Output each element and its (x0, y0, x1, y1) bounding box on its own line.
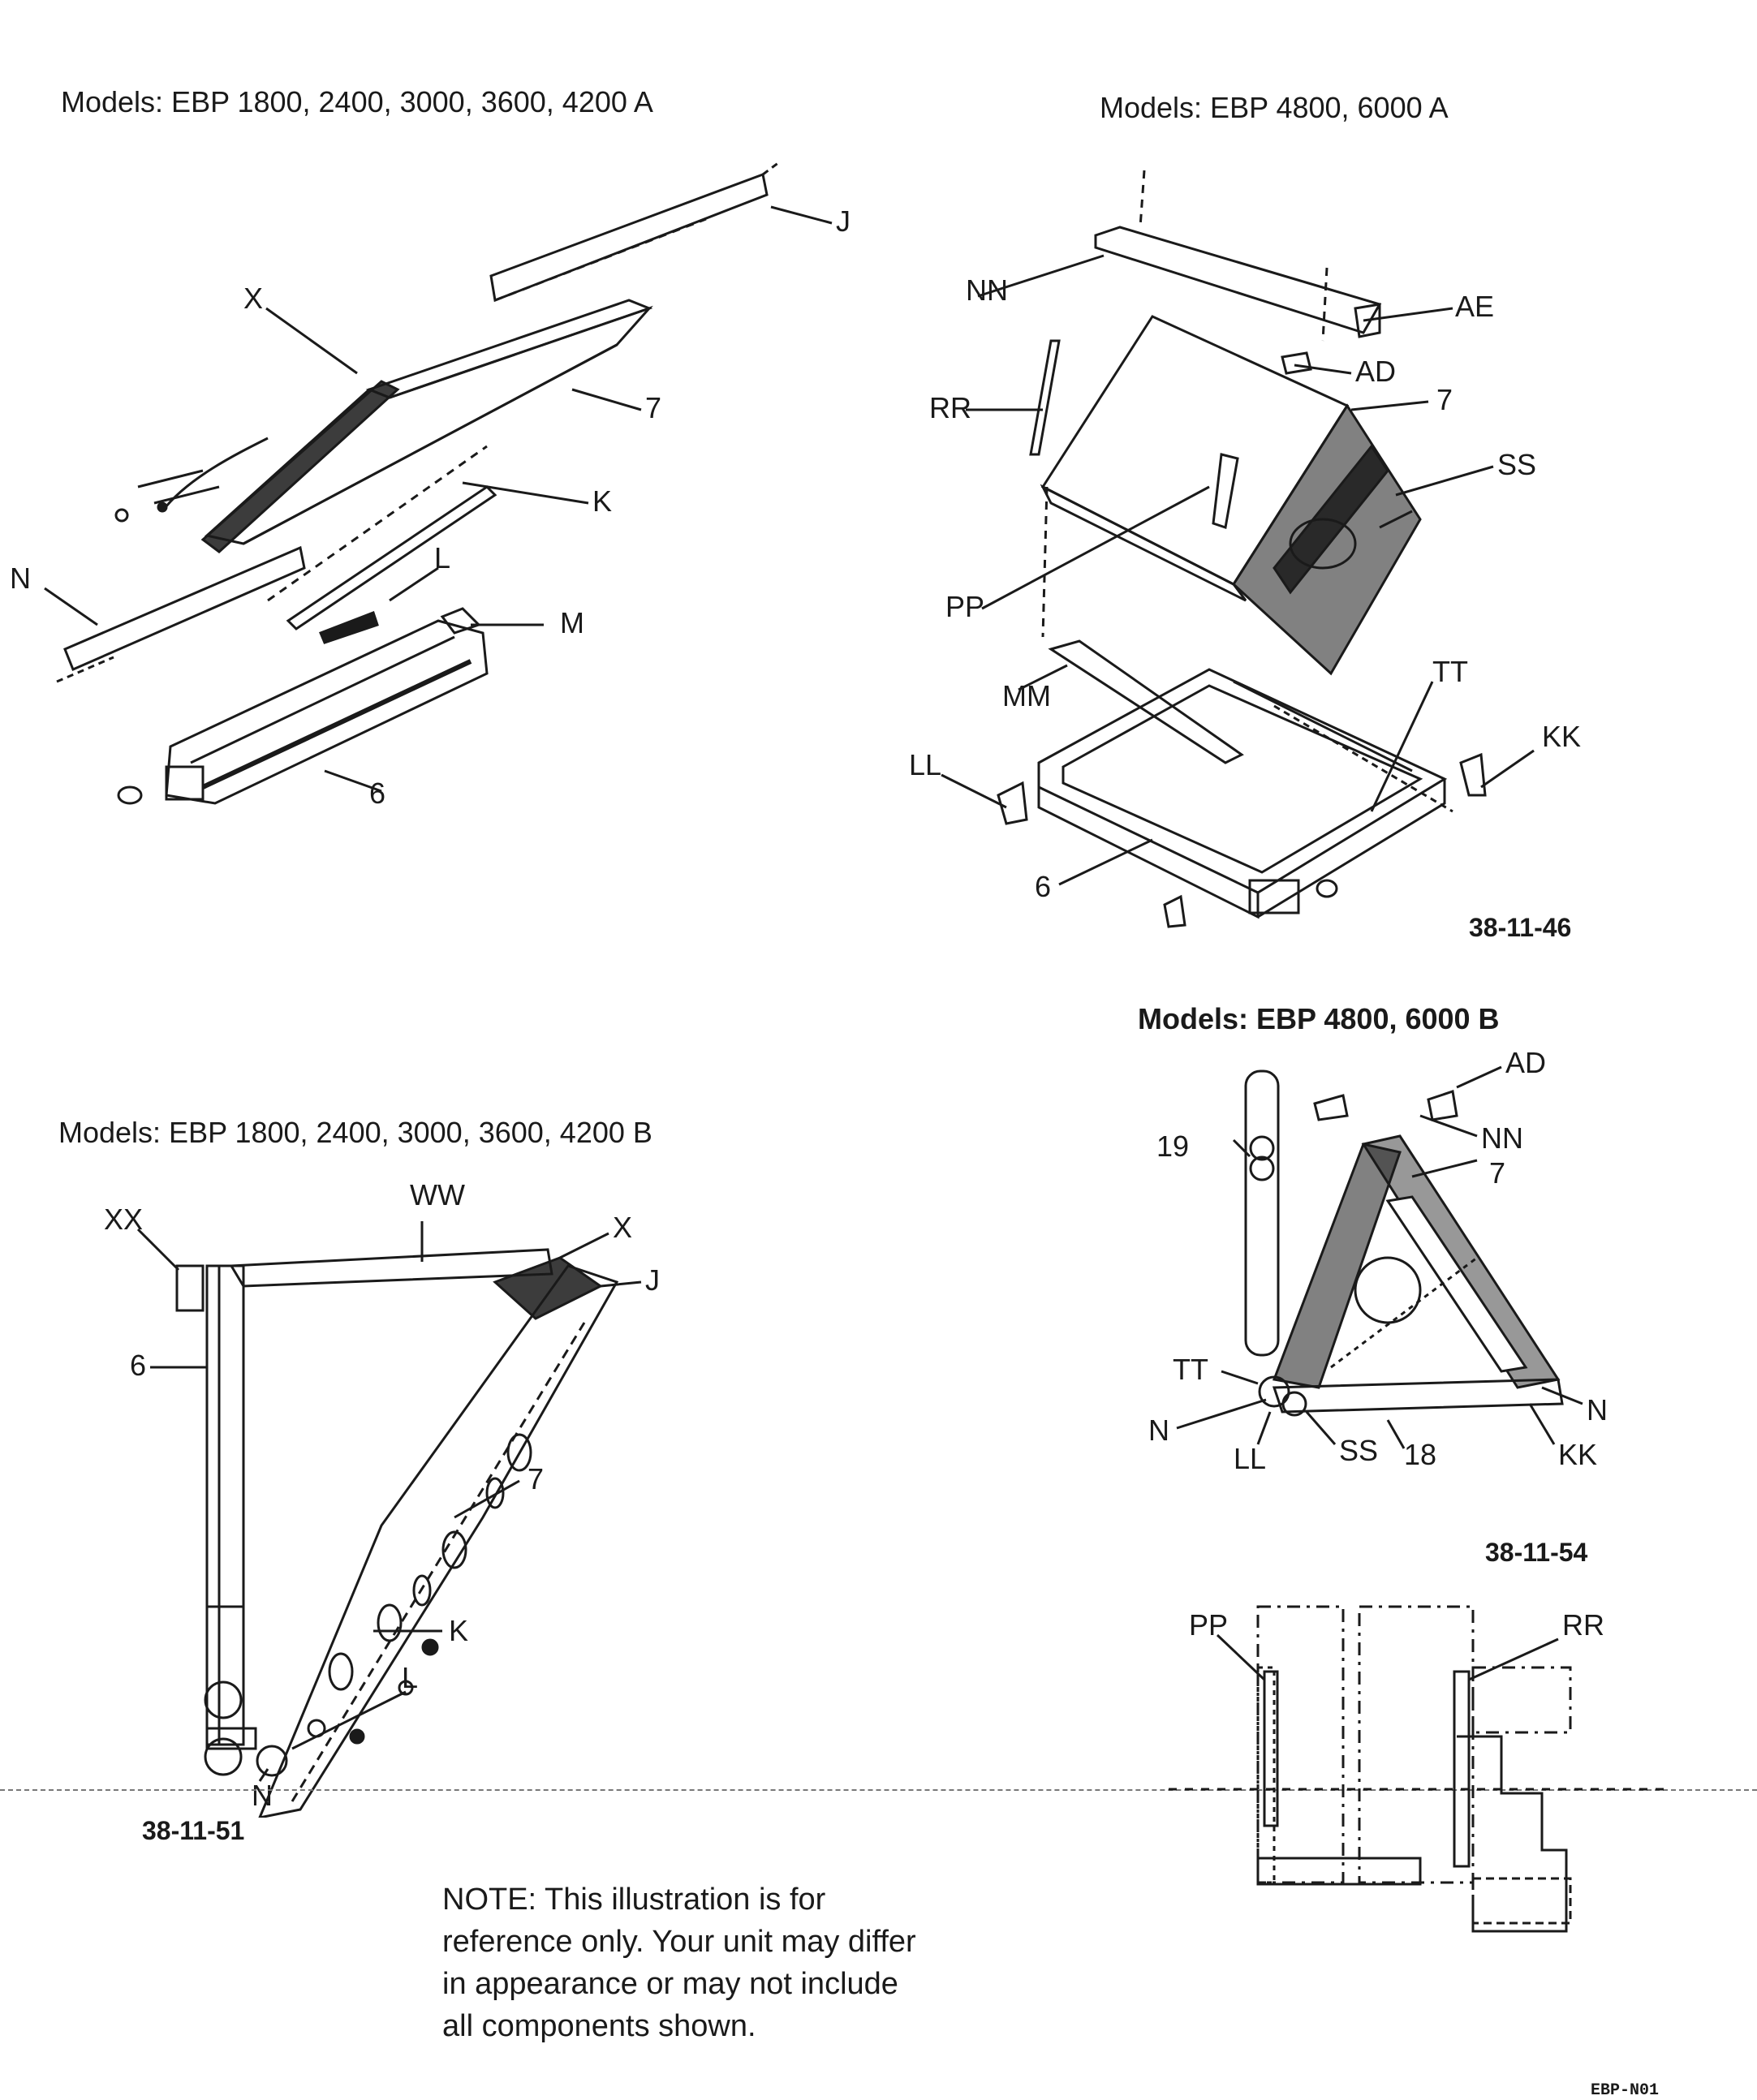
label-mm: MM (1002, 679, 1051, 712)
bracket-j (489, 172, 769, 303)
plate-pp (1212, 453, 1239, 529)
label-7: 7 (528, 1462, 544, 1495)
label-kk: KK (1558, 1438, 1597, 1471)
rail-n (63, 545, 306, 671)
clip-l (319, 611, 379, 644)
base-18 (1272, 1378, 1564, 1414)
note-text: NOTE: This illustration is for reference… (442, 1883, 916, 2043)
label-rr: RR (929, 391, 971, 424)
label-k: K (449, 1614, 468, 1647)
coil-slab-b (258, 1256, 619, 1818)
label-7: 7 (645, 391, 661, 424)
diagram-b-small: XX WW X J 6 7 K L N (104, 1178, 660, 1818)
label-x: X (613, 1211, 632, 1244)
label-j: J (645, 1263, 660, 1297)
pipe-19 (1244, 1069, 1280, 1357)
title-a-large: Models: EBP 4800, 6000 A (1100, 91, 1449, 124)
label-ad: AD (1355, 355, 1396, 388)
title-a-small: Models: EBP 1800, 2400, 3000, 3600, 4200… (61, 85, 653, 118)
label-l: L (402, 1661, 418, 1694)
label-j: J (836, 204, 851, 238)
label-pp: PP (945, 590, 984, 623)
clip-ad (1281, 351, 1312, 375)
title-b-large: Models: EBP 4800, 6000 B (1138, 1002, 1500, 1035)
bracket-k (286, 485, 497, 630)
rail-nn (1094, 226, 1382, 334)
coil-tubes-right (1232, 403, 1422, 676)
diagram-side-view: PP RR (1169, 1605, 1672, 1933)
label-tt: TT (1173, 1353, 1208, 1386)
label-ss: SS (1339, 1434, 1378, 1467)
bracket-xx (175, 1264, 205, 1312)
plate-rr (1453, 1670, 1471, 1868)
label-n-right: N (1587, 1393, 1608, 1427)
clip-ae (1354, 303, 1381, 338)
clip-ll (997, 781, 1028, 825)
plate-pp (1263, 1670, 1279, 1827)
label-n: N (10, 562, 31, 595)
ref-38-11-54: 38-11-54 (1485, 1538, 1588, 1567)
corner-code: EBP-N01 (1591, 2081, 1660, 2100)
label-ww: WW (410, 1178, 465, 1211)
label-6: 6 (369, 777, 385, 810)
label-pp: PP (1189, 1608, 1228, 1642)
label-ll: LL (909, 748, 941, 781)
label-19: 19 (1156, 1130, 1189, 1163)
label-ll: LL (1234, 1442, 1266, 1475)
drain-pan-vertical (205, 1264, 245, 1746)
label-7: 7 (1436, 383, 1453, 416)
title-b-small: Models: EBP 1800, 2400, 3000, 3600, 4200… (58, 1116, 652, 1149)
label-ss: SS (1497, 448, 1536, 481)
diagram-b-large: AD NN 19 7 TT N N LL SS 18 KK (1148, 1046, 1608, 1475)
ref-38-11-51: 38-11-51 (142, 1816, 245, 1845)
label-tt: TT (1432, 655, 1468, 688)
drain-pan-large (1037, 668, 1448, 919)
ref-38-11-46: 38-11-46 (1469, 913, 1572, 942)
clip-bottom (1163, 894, 1186, 928)
label-nn: NN (1481, 1121, 1523, 1155)
diagram-a-small: J X 7 K N L M 6 (10, 161, 851, 810)
clip-kk (1459, 752, 1487, 797)
rail-mm (1048, 639, 1244, 764)
label-18: 18 (1404, 1438, 1436, 1471)
label-ad: AD (1505, 1046, 1546, 1079)
label-7: 7 (1489, 1156, 1505, 1190)
diagram-a-large: NN AE AD RR 7 SS PP MM TT LL KK 6 (909, 170, 1581, 928)
plate-rr (1029, 339, 1061, 456)
label-rr: RR (1562, 1608, 1604, 1642)
label-6: 6 (1035, 870, 1051, 903)
a-coil (1272, 1134, 1561, 1389)
label-xx: XX (104, 1203, 143, 1236)
label-6: 6 (130, 1349, 146, 1382)
label-n-left: N (1148, 1414, 1169, 1447)
bracket-k (291, 1322, 586, 1802)
drain-pan (117, 607, 489, 805)
label-m: M (560, 606, 584, 639)
dashed-divider (0, 1789, 1757, 1791)
label-kk: KK (1542, 720, 1581, 753)
label-nn: NN (966, 273, 1008, 307)
label-n: N (252, 1779, 273, 1812)
label-ae: AE (1455, 290, 1494, 323)
label-k: K (592, 484, 612, 518)
coil-tubes (114, 380, 400, 553)
label-l: L (434, 541, 450, 574)
label-x: X (243, 282, 263, 315)
